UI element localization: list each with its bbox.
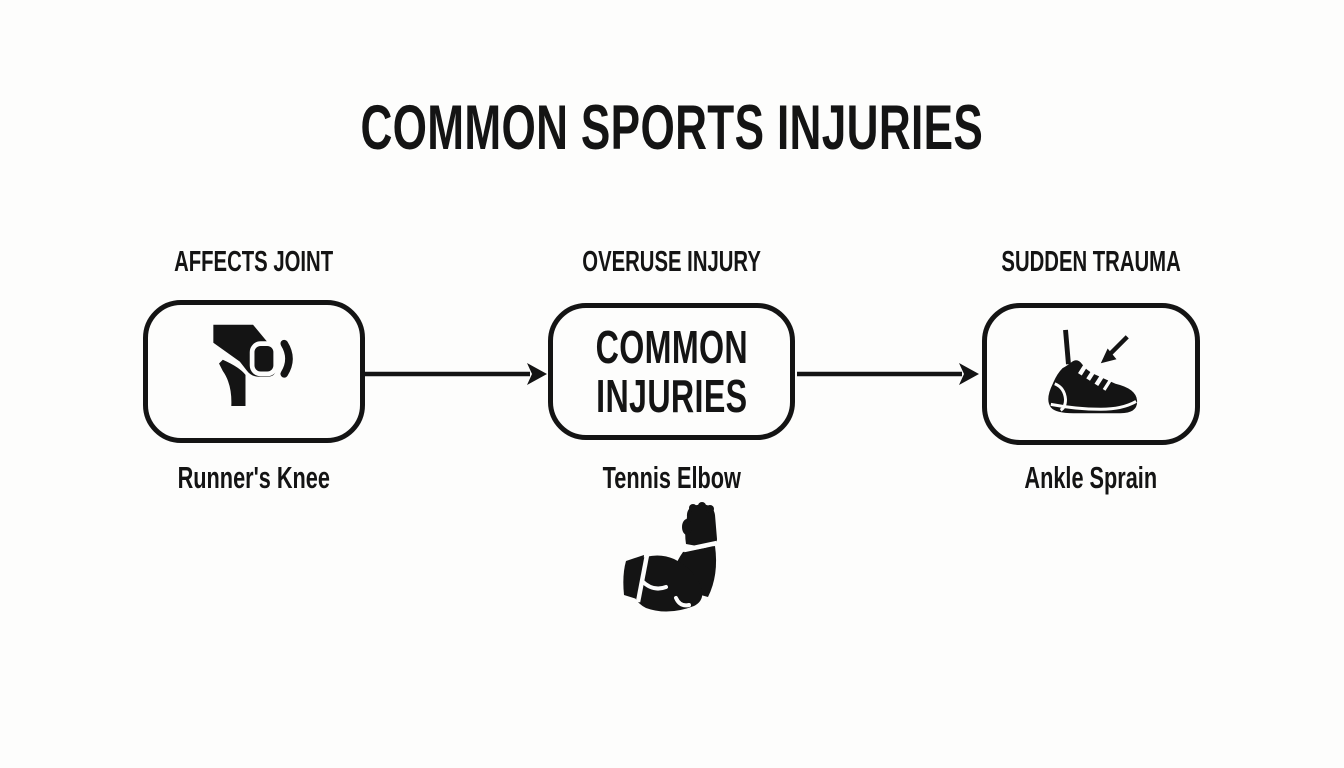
page-title-text: COMMON SPORTS INJURIES [360, 93, 984, 163]
flexed-arm-elbow-icon [600, 495, 732, 620]
node-affects-joint-bottom-label: Runner's Knee [177, 460, 331, 495]
arrow-connector-left-to-center [365, 363, 547, 385]
node-sudden-trauma-top-label: SUDDEN TRAUMA [1001, 246, 1181, 278]
node-sudden-trauma-bottom-label: Ankle Sprain [1024, 460, 1158, 495]
common-injuries-line-1: COMMON [595, 321, 748, 374]
arrow-connector-center-to-right [797, 363, 979, 385]
node-sudden-trauma-box [982, 303, 1200, 445]
sneaker-ankle-icon [1032, 325, 1150, 423]
node-common-injuries-top-label: OVERUSE INJURY [582, 246, 762, 278]
common-injuries-text: COMMON INJURIES [595, 323, 747, 420]
node-affects-joint-box [143, 300, 365, 443]
knee-joint-icon [202, 320, 306, 424]
common-injuries-line-2: INJURIES [595, 369, 748, 422]
node-affects-joint-top-label: AFFECTS JOINT [174, 246, 334, 278]
page-title: COMMON SPORTS INJURIES [0, 92, 1344, 164]
node-common-injuries-bottom-label: Tennis Elbow [602, 460, 742, 495]
node-common-injuries-box: COMMON INJURIES [548, 303, 795, 440]
